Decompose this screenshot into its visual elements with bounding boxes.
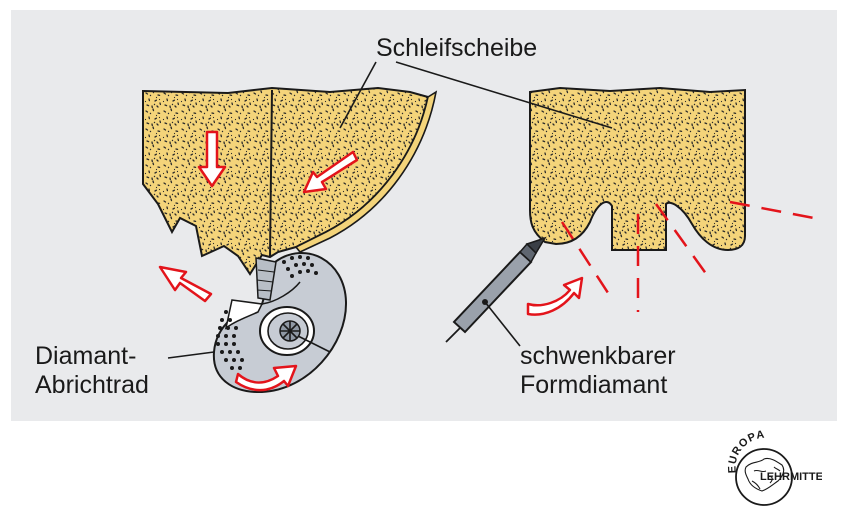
logo-name-text: LEHRMITTEL [760, 471, 822, 483]
europe-map-icon [744, 457, 785, 492]
arrow-feed-down-icon [197, 130, 227, 188]
label-diamant-line1: Diamant- [35, 342, 137, 370]
arrow-swivel-icon [526, 276, 584, 316]
label-form-line2: Formdiamant [520, 371, 668, 399]
arrow-disc-feed-icon [158, 265, 213, 303]
grinding-wheel-left [142, 86, 438, 276]
europa-lehrmittel-logo: EUROPA LEHRMITTEL [726, 429, 822, 506]
label-form-line1: schwenkbarer [520, 342, 676, 370]
form-diamond-tool [445, 236, 547, 343]
label-schleifscheibe: Schleifscheibe [376, 34, 538, 62]
leader-lines [167, 61, 613, 359]
grinding-wheel-right [529, 86, 746, 252]
swivel-guide-lines [560, 200, 815, 312]
arrow-disc-rotation-icon [234, 364, 298, 392]
diamond-dressing-disc [212, 252, 348, 394]
arrow-wheel-rotation-icon [302, 150, 359, 194]
label-diamant-line2: Abrichtrad [35, 371, 149, 399]
